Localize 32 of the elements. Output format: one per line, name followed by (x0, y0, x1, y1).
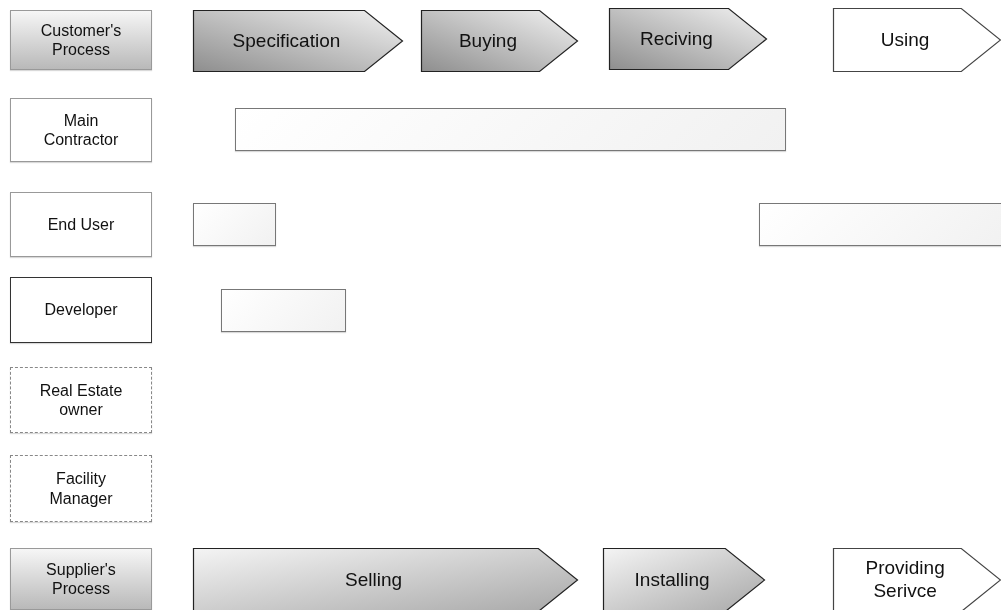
role-box (10, 367, 152, 433)
activity-bar (193, 203, 276, 246)
process-step-shape (193, 548, 578, 610)
role-label: Supplier's Process (45, 559, 117, 599)
step-label: Specification (232, 29, 341, 53)
process-step-shape (833, 548, 1001, 610)
activity-bar (221, 289, 346, 332)
role-label: Facility Manager (48, 469, 114, 508)
process-step-shape (603, 548, 765, 610)
role-box (10, 277, 152, 343)
activity-bar (235, 108, 786, 151)
activity-bar (759, 203, 1001, 246)
step-label: Selling (345, 568, 403, 592)
role-label: Main Contractor (42, 110, 120, 150)
role-box (10, 10, 152, 70)
process-step-shape (193, 10, 403, 72)
step-label: Installing (634, 568, 710, 592)
step-label: Buying (458, 29, 517, 53)
process-step-shape (609, 8, 767, 70)
process-step-shape (833, 8, 1001, 72)
process-step-shape (421, 10, 578, 72)
role-label: Real Estate owner (38, 380, 124, 420)
role-label: Customer's Process (39, 20, 123, 60)
role-box (10, 98, 152, 162)
role-box (10, 192, 152, 257)
role-label: Developer (44, 300, 118, 320)
role-box (10, 548, 152, 610)
role-label: End User (47, 214, 115, 235)
role-box (10, 455, 152, 522)
step-label: Providing Serivce (864, 557, 946, 603)
step-label: Using (880, 28, 930, 52)
step-label: Reciving (640, 27, 713, 51)
